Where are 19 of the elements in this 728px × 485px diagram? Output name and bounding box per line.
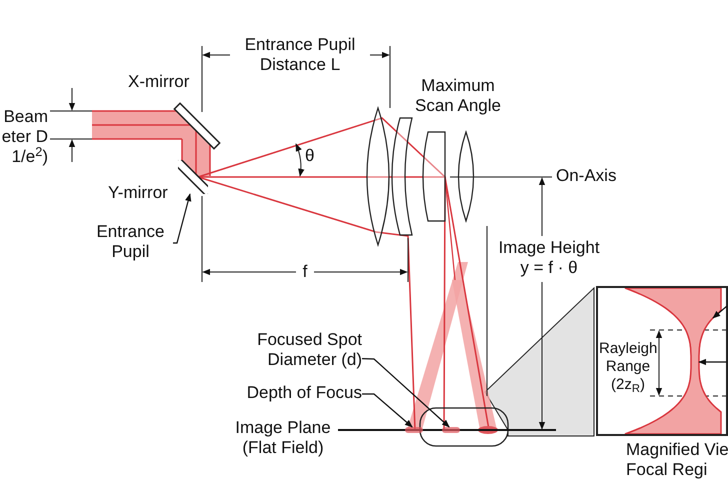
mirror-label: X-mirror: [128, 72, 190, 93]
callout-text: Focused Spot Diameter (d): [252, 330, 362, 374]
focused-spot: [405, 427, 423, 433]
callout-text: Entrance Pupil: [88, 222, 173, 264]
leader-line: [362, 358, 450, 428]
leader-line: [712, 306, 728, 318]
leader-line: [698, 358, 727, 366]
focused-spot: [442, 427, 460, 433]
leader-line: [362, 393, 413, 428]
mirror-label: Y-mirror: [108, 183, 169, 204]
image-plane-label: Image Plane (Flat Field): [234, 418, 332, 459]
range-label: Rayleigh Range (2z$_{R}$): [599, 340, 657, 394]
angle-symbol: θ: [305, 146, 316, 166]
panel-caption: Magnified Vie Focal Regi: [626, 440, 728, 480]
beam-diameter-label: Beam eter D 1/e$^{2}$): [0, 107, 48, 168]
axis-label: On-Axis: [556, 166, 618, 187]
scan-angle-label: Maximum Scan Angle: [414, 76, 502, 117]
callout-text: Depth of Focus: [232, 383, 362, 405]
leader-line: [173, 193, 192, 244]
